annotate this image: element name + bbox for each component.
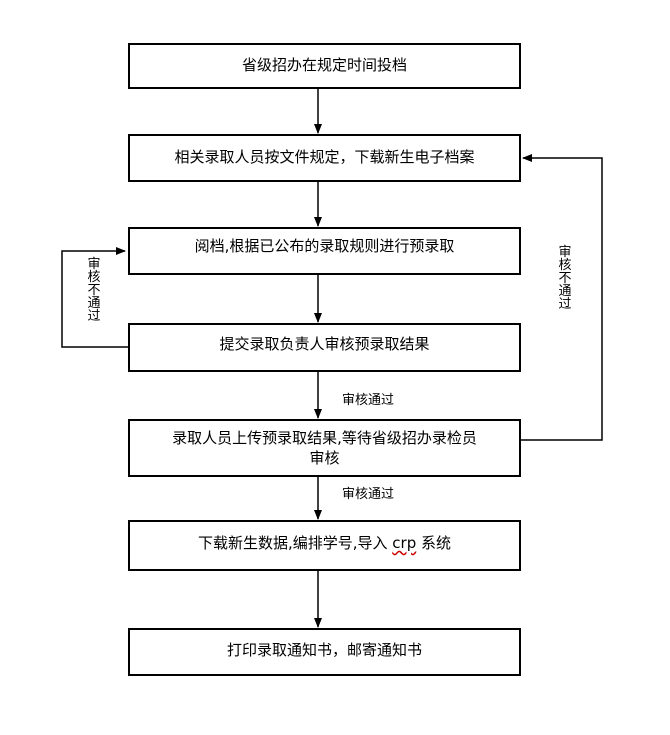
label-fail-left: 审核不通过 (87, 257, 101, 324)
step-download-data-crp: crp (392, 534, 417, 552)
step-download-archives-text: 相关录取人员按文件规定，下载新生电子档案 (174, 148, 475, 166)
step-upload-results-line1: 录取人员上传预录取结果,等待省级招办录检员 (172, 429, 477, 447)
step-receive-files: 省级招办在规定时间投档 (128, 43, 521, 89)
step-upload-results: 录取人员上传预录取结果,等待省级招办录检员 审核 (128, 419, 521, 477)
step-download-data: 下载新生数据,编排学号,导入 crp 系统 (128, 520, 521, 571)
label-fail-right: 审核不通过 (558, 245, 572, 312)
loop-fail-left (61, 247, 128, 348)
step-pre-admission-text: 阅档,根据已公布的录取规则进行预录取 (194, 237, 455, 255)
step-download-data-pre: 下载新生数据,编排学号,导入 (197, 534, 388, 552)
step-pre-admission: 阅档,根据已公布的录取规则进行预录取 (128, 227, 521, 275)
step-submit-review-text: 提交录取负责人审核预录取结果 (219, 335, 430, 353)
step-submit-review: 提交录取负责人审核预录取结果 (128, 323, 521, 372)
step-print-notices: 打印录取通知书，邮寄通知书 (128, 628, 521, 676)
step-print-notices-text: 打印录取通知书，邮寄通知书 (226, 641, 422, 659)
step-download-data-post: 系统 (421, 534, 452, 552)
label-pass-1: 审核通过 (342, 393, 395, 408)
label-pass-2: 审核通过 (342, 487, 395, 502)
step-download-archives: 相关录取人员按文件规定，下载新生电子档案 (128, 134, 521, 182)
loop-fail-right (520, 154, 603, 441)
step-upload-results-line2: 审核 (309, 449, 340, 467)
step-download-data-text: 下载新生数据,编排学号,导入 crp 系统 (130, 533, 519, 553)
step-receive-files-text: 省级招办在规定时间投档 (241, 56, 407, 74)
